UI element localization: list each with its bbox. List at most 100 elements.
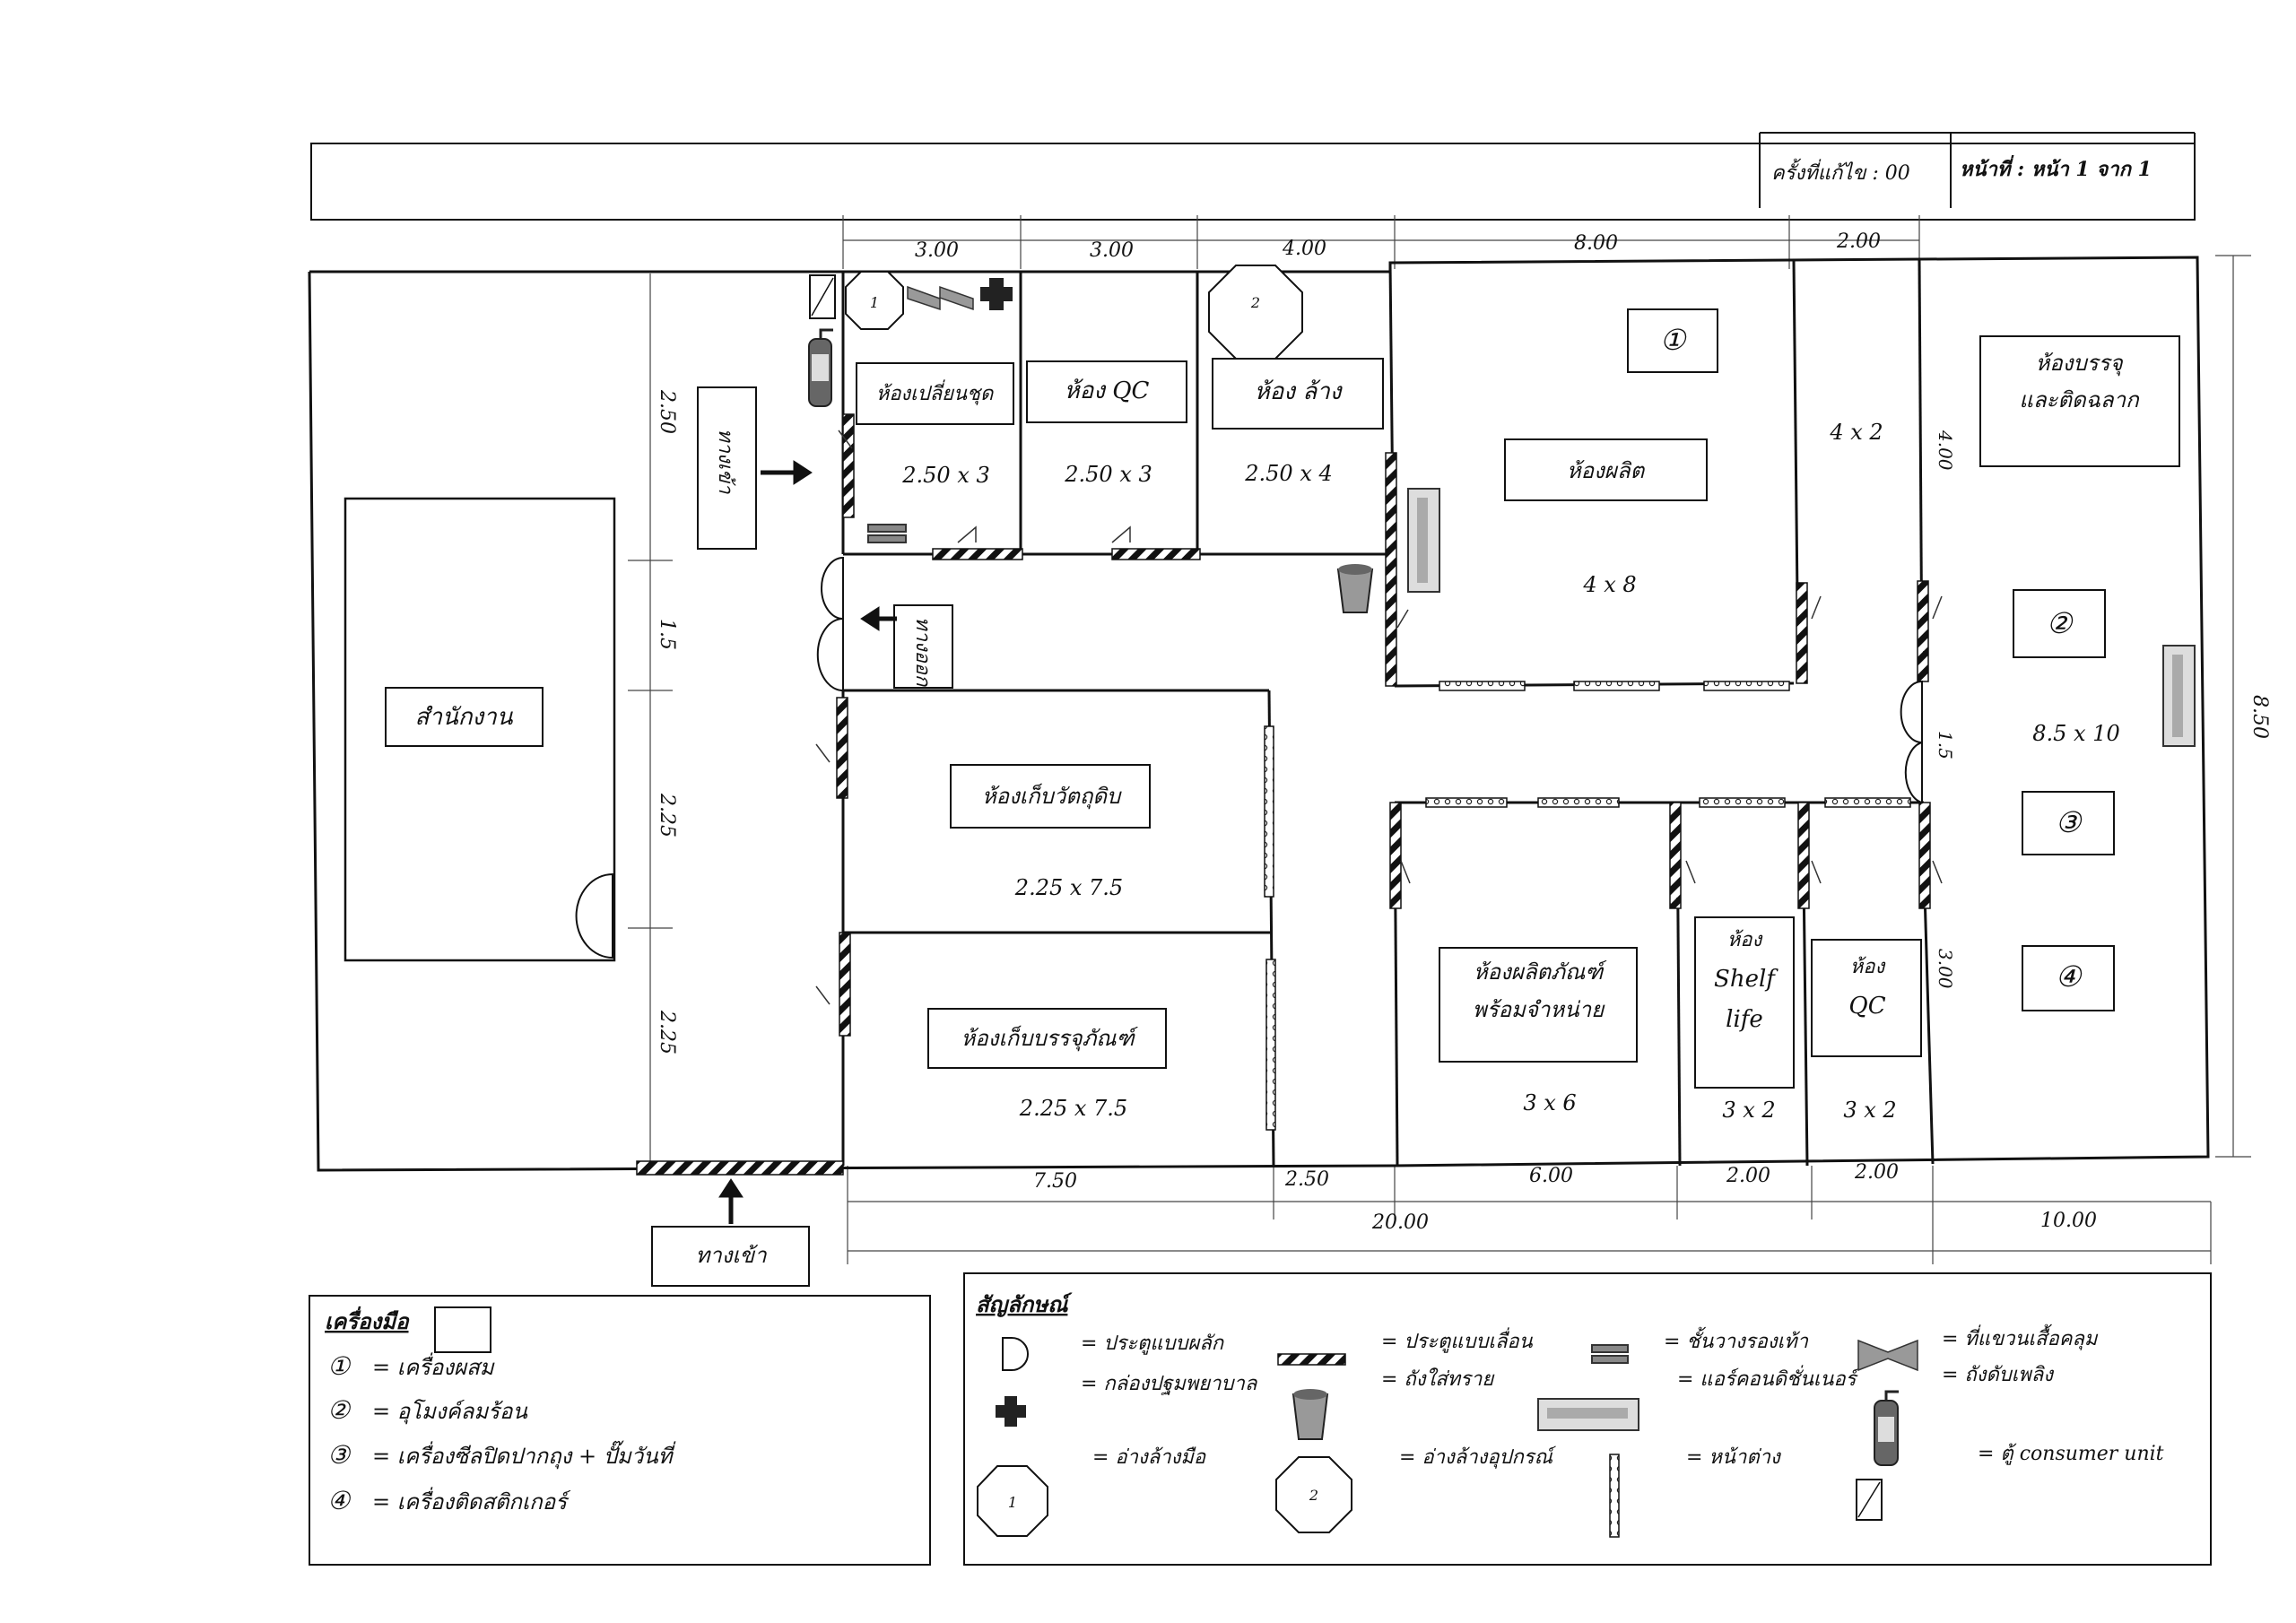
shoe-rack-icon <box>867 524 907 543</box>
legend-hand-sink: = อ่างล้างมือ <box>1092 1446 1206 1469</box>
tools-legend-sample-box <box>434 1306 491 1353</box>
tool-4-num: ④ <box>327 1486 352 1515</box>
tool-1-label: = เครื่องผสม <box>372 1352 495 1380</box>
dim-top-5: 2.00 <box>1836 230 1881 253</box>
room-label-boxes <box>385 308 2180 1287</box>
dim-bottom-total-right: 10.00 <box>2040 1210 2097 1232</box>
machine-1-marker: ① <box>1660 323 1688 357</box>
legend-shoe-rack-icon <box>1591 1344 1629 1364</box>
sliding-doors <box>636 413 1931 1176</box>
legend-consumer-unit: = ตู้ consumer unit <box>1978 1443 2164 1465</box>
svg-text:2: 2 <box>1309 1487 1318 1504</box>
consumer-unit-icon <box>809 274 836 319</box>
machine-3-marker: ③ <box>2056 805 2083 839</box>
svg-text:2: 2 <box>1250 294 1260 311</box>
tool-2-num: ② <box>327 1395 352 1425</box>
room-finished-size: 3 x 6 <box>1523 1090 1576 1115</box>
symbol-legend-box <box>963 1272 2212 1566</box>
page-label: หน้าที่ : หน้า 1 จาก 1 <box>1960 154 2152 181</box>
room-shelf-line3: life <box>1726 1006 1763 1033</box>
header-box <box>310 132 2196 221</box>
room-pkg-store-size: 2.25 x 7.5 <box>1019 1096 1127 1121</box>
room-shelf-line1: ห้อง <box>1727 929 1764 951</box>
legend-hand-sink-icon: 1 <box>977 1465 1048 1537</box>
tool-2-label: = อุโมงค์ลมร้อน <box>372 1399 527 1425</box>
first-aid-icon <box>980 278 1013 310</box>
svg-text:1: 1 <box>870 294 879 311</box>
swing-doors <box>575 556 1923 959</box>
dim-left-2: 1.5 <box>656 619 678 650</box>
room-production-size: 4 x 8 <box>1582 572 1636 597</box>
room-packing-size: 8.5 x 10 <box>2032 721 2120 746</box>
coat-hanger-icon <box>907 285 974 311</box>
revision-label: ครั้งที่แก้ไข : 00 <box>1771 158 1910 185</box>
room-finished-line1: ห้องผลิตภัณฑ์ <box>1474 959 1607 985</box>
dim-right-c: 3.00 <box>1935 949 1956 989</box>
machine-4-marker: ④ <box>2056 959 2083 994</box>
room-change-size: 2.50 x 3 <box>901 463 990 488</box>
dim-left-1: 2.50 <box>656 389 678 434</box>
legend-extinguisher-icon <box>1874 1390 1899 1466</box>
dim-top-3: 4.00 <box>1282 238 1326 260</box>
tools-legend-title: เครื่องมือ <box>325 1306 410 1334</box>
door-swing-marks <box>815 430 1943 1005</box>
room-qc2-line1: ห้อง <box>1850 956 1887 978</box>
legend-sliding-door: = ประตูแบบเลื่อน <box>1381 1327 1534 1353</box>
legend-air-conditioner-icon <box>1537 1398 1639 1431</box>
room-shelf-line2: Shelf <box>1714 966 1779 993</box>
dim-bottom-3: 6.00 <box>1529 1165 1573 1187</box>
dim-right-total: 8.50 <box>2248 695 2271 739</box>
tool-3-label: = เครื่องซีลปิดปากถุง + ปั๊มวันที่ <box>372 1440 675 1470</box>
room-wash: ห้อง ล้าง <box>1255 378 1344 405</box>
room-qc2-size: 3 x 2 <box>1843 1098 1896 1123</box>
dimension-lines <box>628 215 2251 1264</box>
legend-window-icon <box>1609 1454 1620 1538</box>
room-raw-store-size: 2.25 x 7.5 <box>1014 875 1123 900</box>
dim-right-a: 4.00 <box>1935 430 1956 471</box>
legend-coat-hanger: = ที่แขวนเสื้อคลุม <box>1942 1324 2099 1350</box>
room-qc-size: 2.50 x 3 <box>1064 462 1152 487</box>
hand-sink-icon: 1 <box>845 271 904 330</box>
dim-top-4: 8.00 <box>1574 232 1618 255</box>
svg-text:1: 1 <box>1008 1494 1017 1511</box>
dim-top-1: 3.00 <box>915 239 959 262</box>
room-qc2-line2: QC <box>1848 993 1885 1020</box>
legend-first-aid: = กล่องปฐมพยาบาล <box>1081 1373 1258 1395</box>
room-change: ห้องเปลี่ยนชุด <box>876 379 995 405</box>
dim-top-2: 3.00 <box>1090 239 1134 262</box>
legend-first-aid-icon <box>996 1396 1026 1427</box>
tool-3-num: ③ <box>327 1440 352 1470</box>
room-shelf-size: 3 x 2 <box>1722 1098 1775 1123</box>
dim-bottom-1: 7.50 <box>1033 1170 1077 1193</box>
dim-left-4: 2.25 <box>656 1010 678 1055</box>
legend-sliding-door-icon <box>1277 1353 1346 1366</box>
legend-consumer-unit-icon <box>1856 1479 1883 1521</box>
tool-1-num: ① <box>327 1351 352 1381</box>
dim-bottom-5: 2.00 <box>1854 1161 1899 1184</box>
tool-4-label: = เครื่องติดสติกเกอร์ <box>372 1487 571 1515</box>
legend-extinguisher: = ถังดับเพลิง <box>1942 1364 2055 1386</box>
arrow-icon <box>718 460 897 1224</box>
room-production: ห้องผลิต <box>1567 458 1646 483</box>
legend-equipment-sink-icon: 2 <box>1275 1456 1352 1533</box>
entrance-bottom-label: ทางเข้า <box>695 1243 768 1268</box>
legend-window: = หน้าต่าง <box>1686 1446 1782 1469</box>
legend-swing-door-icon <box>1002 1337 1029 1371</box>
dim-bottom-total-left: 20.00 <box>1371 1211 1429 1234</box>
exit-side-label: ทางออก <box>911 617 934 688</box>
windows <box>1264 681 1911 1131</box>
room-finished-line2: พร้อมจำหน่าย <box>1473 997 1605 1022</box>
room-office: สำนักงาน <box>414 704 513 731</box>
room-packing-line2: และติดฉลาก <box>2019 387 2140 412</box>
legend-sand-bucket-icon <box>1292 1389 1329 1440</box>
sand-bucket-icon <box>1336 564 1374 613</box>
room-packing-line1: ห้องบรรจุ <box>2035 351 2123 377</box>
room-wash-size: 2.50 x 4 <box>1244 461 1333 486</box>
legend-shoe-rack: = ชั้นวางรองเท้า <box>1664 1326 1809 1353</box>
dim-bottom-4: 2.00 <box>1726 1165 1770 1187</box>
legend-swing-door: = ประตูแบบผลัก <box>1081 1332 1225 1355</box>
legend-sand-bucket: = ถังใส่ทราย <box>1381 1367 1495 1391</box>
air-conditioner-icon <box>1407 488 1440 593</box>
dim-bottom-2: 2.50 <box>1284 1168 1329 1191</box>
